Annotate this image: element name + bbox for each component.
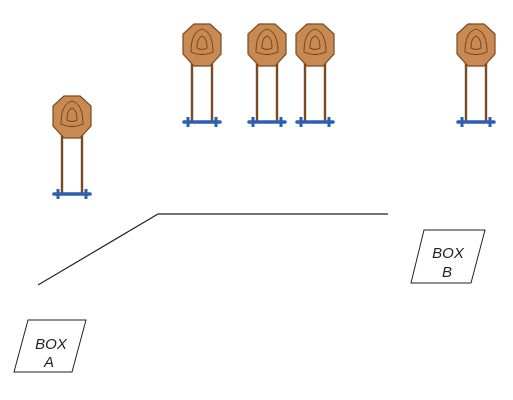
target-ring-outer [303, 28, 327, 55]
box-b: BOX B [410, 229, 486, 284]
target-ring-inner [261, 35, 273, 50]
steel-target-5 [456, 23, 496, 127]
box-a-outline [13, 319, 87, 373]
box-a-label-line1: BOX [35, 336, 68, 353]
target-plate [52, 95, 92, 139]
steel-target-4 [295, 23, 335, 127]
box-b-outline [410, 229, 486, 284]
target-plate [295, 23, 335, 67]
fault-line [37, 213, 388, 286]
steel-target-2 [182, 23, 222, 127]
target-ring-inner [66, 107, 78, 122]
target-ring-outer [190, 28, 214, 55]
target-ring-outer [255, 28, 279, 55]
box-a: BOX A [13, 319, 87, 373]
steel-target-3 [247, 23, 287, 127]
target-plate [182, 23, 222, 67]
target-ring-outer [464, 28, 488, 55]
box-b-label-line1: BOX [432, 245, 465, 262]
target-plate [456, 23, 496, 67]
box-b-label-line2: B [442, 264, 452, 281]
target-ring-inner [309, 35, 321, 50]
target-ring-inner [470, 35, 482, 50]
target-ring-outer [60, 100, 84, 127]
target-plate [247, 23, 287, 67]
steel-target-1 [52, 95, 92, 199]
box-a-label-line2: A [43, 354, 54, 371]
target-ring-inner [196, 35, 208, 50]
